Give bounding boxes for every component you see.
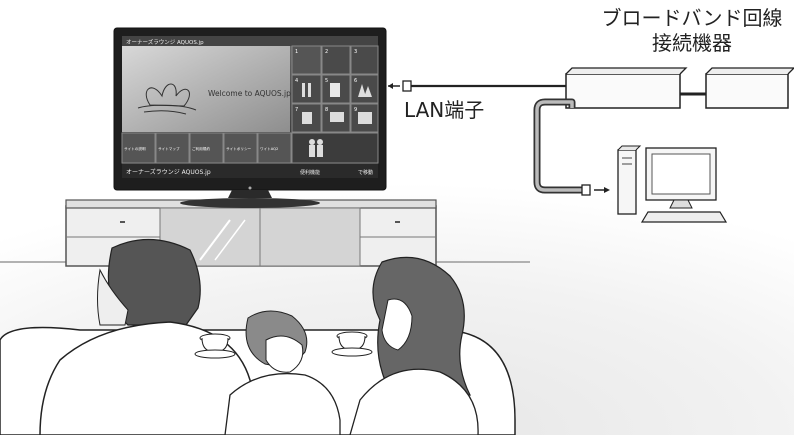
screen-footer-hint: 便利機能 [300,169,320,176]
lan-connection [388,80,568,92]
lan-port-icon [402,80,412,92]
welcome-panel [122,46,290,132]
tv-set [113,27,387,208]
woman-figure [349,256,479,435]
tile-number: 1 [295,49,298,55]
screen-footer-move: で移動 [358,169,373,176]
nav-button-row [121,132,292,164]
lotus-illustration [137,83,197,115]
tea-cups [194,331,373,359]
tile-number: 5 [325,78,328,84]
nav-button-labels: サイトの説明 サイトマップ ご利用規約 サイトポリシー ワイトAQ2 [124,146,278,151]
arrow-right-icon [604,187,610,193]
tile-number: 3 [354,49,357,55]
modem-device [705,73,789,109]
pc-keyboard [640,211,728,223]
tile-number: 4 [295,78,298,84]
screen-footer-title: オーナーズラウンジ AQUOS.jp [126,168,211,176]
screen-header-title: オーナーズラウンジ AQUOS.jp [126,38,204,46]
tile-glyphs [302,83,372,157]
child-figure [224,310,341,435]
pc-connection [533,98,610,196]
broadband-devices [565,67,794,109]
tv-screen-header [122,36,378,46]
tile-grid [291,45,379,164]
broadband-label: ブロードバンド回線 接続機器 [597,6,787,56]
tile-number: 8 [325,107,328,113]
tile-number: 9 [354,107,357,113]
lan-port-label: LAN端子 [404,98,485,122]
tile-number: 7 [295,107,298,113]
personal-computer [617,145,728,223]
broadband-label-line2: 接続機器 [652,31,732,55]
arrow-left-icon [388,83,393,89]
welcome-text: Welcome to AQUOS.jp [208,89,291,98]
broadband-label-line1: ブロードバンド回線 [601,6,783,30]
family-illustration [0,238,516,435]
tile-numbers: 1 2 3 4 5 6 7 8 9 [295,49,357,113]
nav-button-label: ご利用規約 [192,146,210,151]
nav-button-label: サイトマップ [158,146,180,151]
router-device [565,73,681,109]
pc-cable [535,100,582,192]
tile-number: 2 [325,49,328,55]
tv-screen-footer [122,164,378,178]
pc-tower [617,149,637,215]
nav-button-label: サイトポリシー [226,146,252,151]
nav-button-label: サイトの説明 [124,146,146,151]
tile-number: 6 [354,78,357,84]
nav-button-label: ワイトAQ2 [260,146,278,151]
pc-lan-port-icon [581,184,591,196]
